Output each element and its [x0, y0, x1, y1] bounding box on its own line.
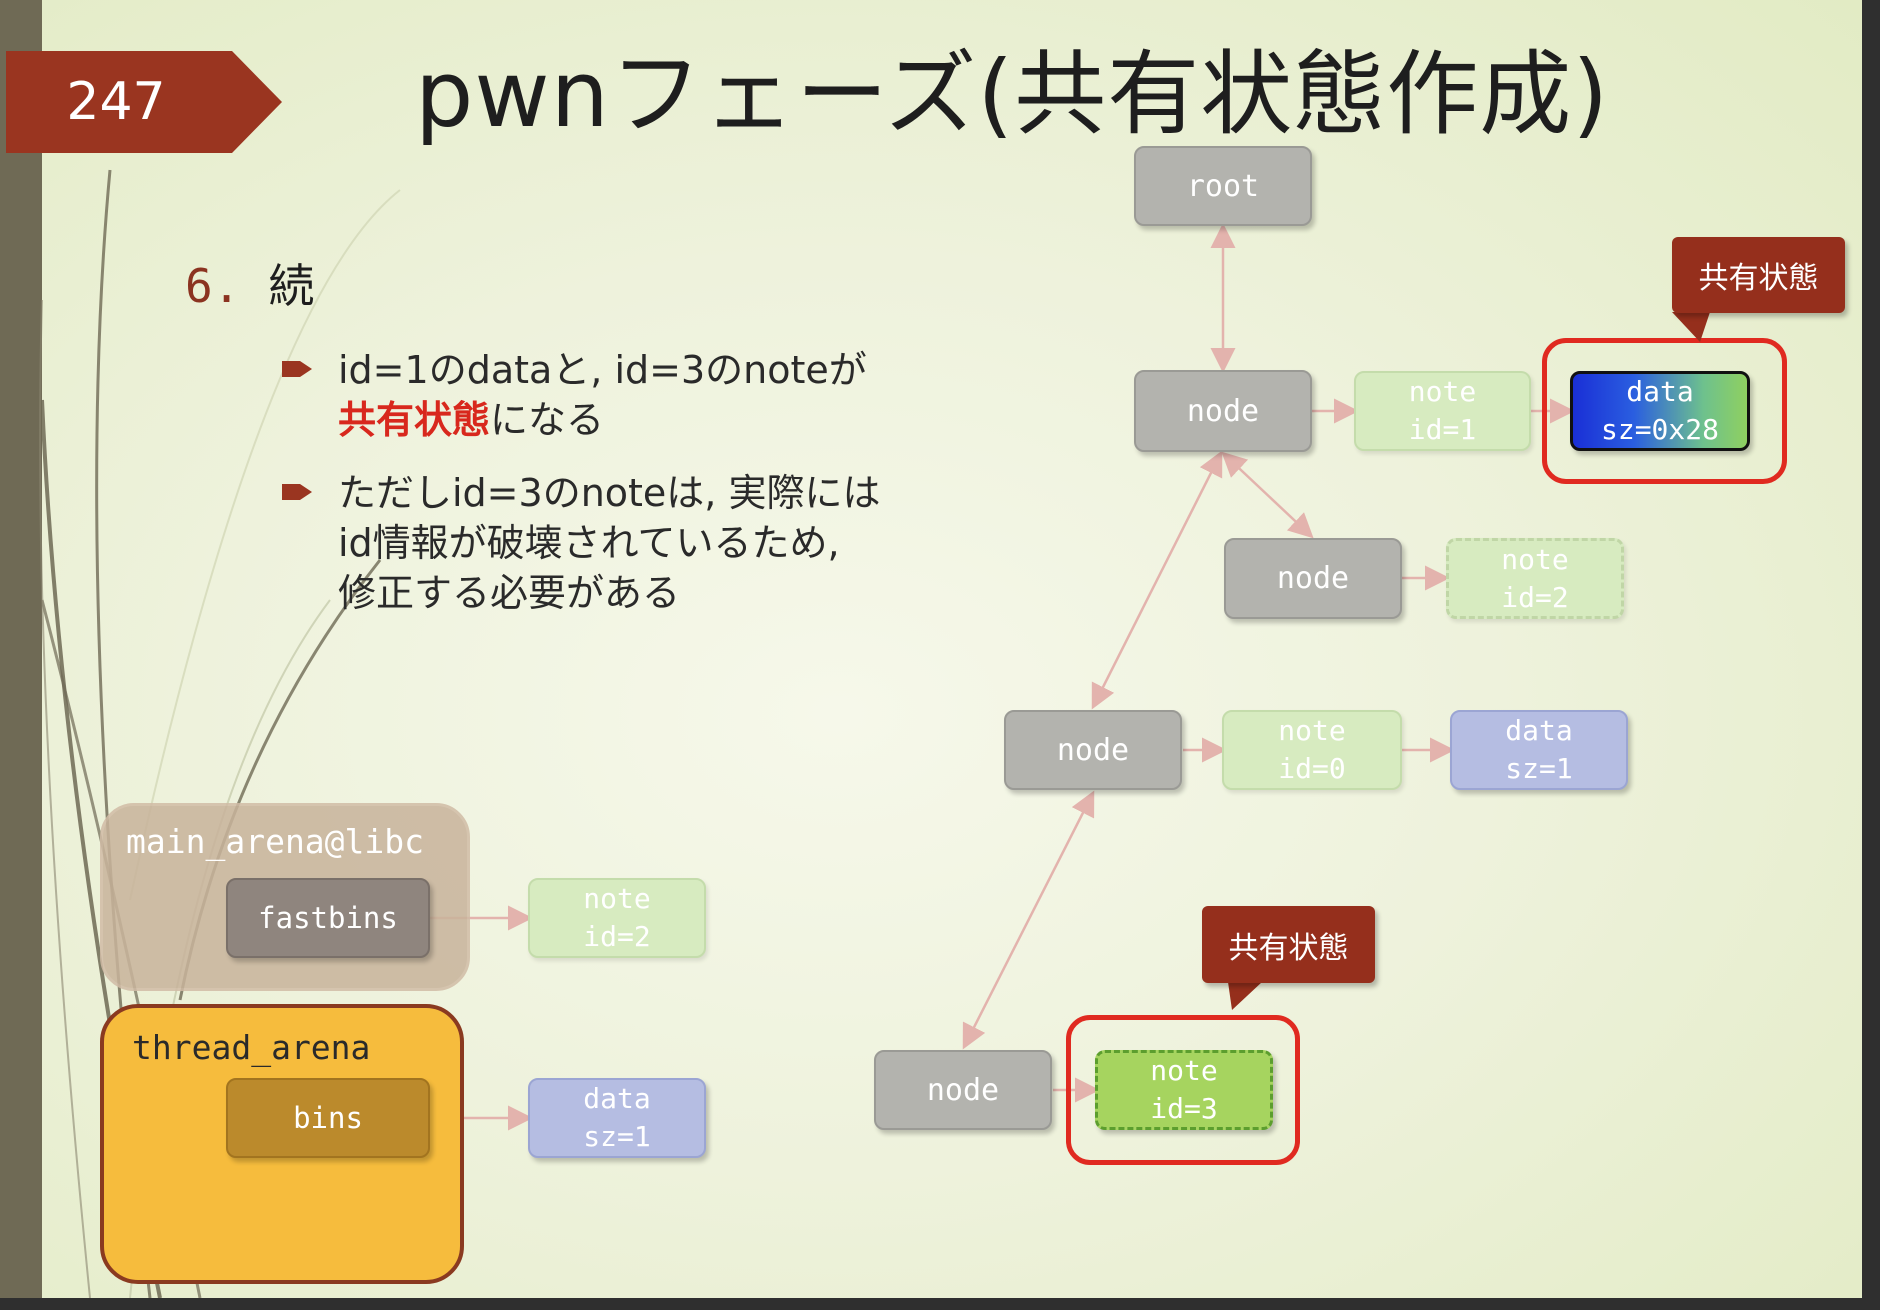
slide-sidebar — [0, 0, 42, 1298]
highlight-note-id3 — [1066, 1015, 1300, 1165]
note-box-id3: note id=3 — [1095, 1050, 1273, 1130]
data-box-sz1-left: data sz=1 — [528, 1078, 706, 1158]
bullet-2-line-3: 修正する必要がある — [338, 571, 681, 615]
page-number: 247 — [66, 72, 166, 132]
thread-arena-label: thread_arena — [132, 1028, 371, 1067]
note-box-id0: note id=0 — [1222, 710, 1402, 790]
step-heading: 6. 続 — [185, 250, 314, 316]
highlight-data-0x28 — [1542, 338, 1787, 484]
main-arena-label: main_arena@libc — [126, 822, 425, 861]
page-number-banner — [6, 51, 282, 153]
bullet-arrow-icon — [282, 361, 312, 377]
link-node-nodec — [1091, 450, 1223, 710]
bullet-2-line-1: ただしid=3のnoteは, 実際には — [338, 471, 881, 515]
slide-title: pwnフェーズ(共有状態作成) — [415, 41, 1610, 148]
bullet-1-line-2: になる — [490, 398, 605, 442]
data-box-sz0x28: data sz=0x28 — [1570, 371, 1750, 451]
callout-shared-state-bottom: 共有状態 — [1202, 906, 1375, 983]
step-label: 続 — [268, 259, 315, 313]
node-box-1: node — [1134, 370, 1312, 452]
callout-shared-state-top: 共有状態 — [1672, 237, 1845, 313]
bullet-arrow-icon — [282, 484, 312, 500]
link-nodec-noded — [962, 790, 1095, 1050]
fastbins-box: fastbins — [226, 878, 430, 958]
note-box-id2-left: note id=2 — [528, 878, 706, 958]
note-box-id1: note id=1 — [1354, 371, 1531, 451]
bins-box: bins — [226, 1078, 430, 1158]
note-box-id2-dashed: note id=2 — [1446, 538, 1624, 619]
node-box-2: node — [1224, 538, 1402, 619]
node-box-4: node — [874, 1050, 1052, 1130]
link-node-nodeb — [1221, 451, 1314, 539]
bullet-1-highlight: 共有状態 — [338, 398, 491, 442]
node-box-3: node — [1004, 710, 1182, 790]
bullet-1-line-1: id=1のdataと, id=3のnoteが — [338, 348, 867, 392]
data-box-sz1-right: data sz=1 — [1450, 710, 1628, 790]
bullet-2-line-2: id情報が破壊されているため, — [338, 521, 840, 565]
root-box: root — [1134, 146, 1312, 226]
step-number: 6. — [185, 259, 241, 313]
